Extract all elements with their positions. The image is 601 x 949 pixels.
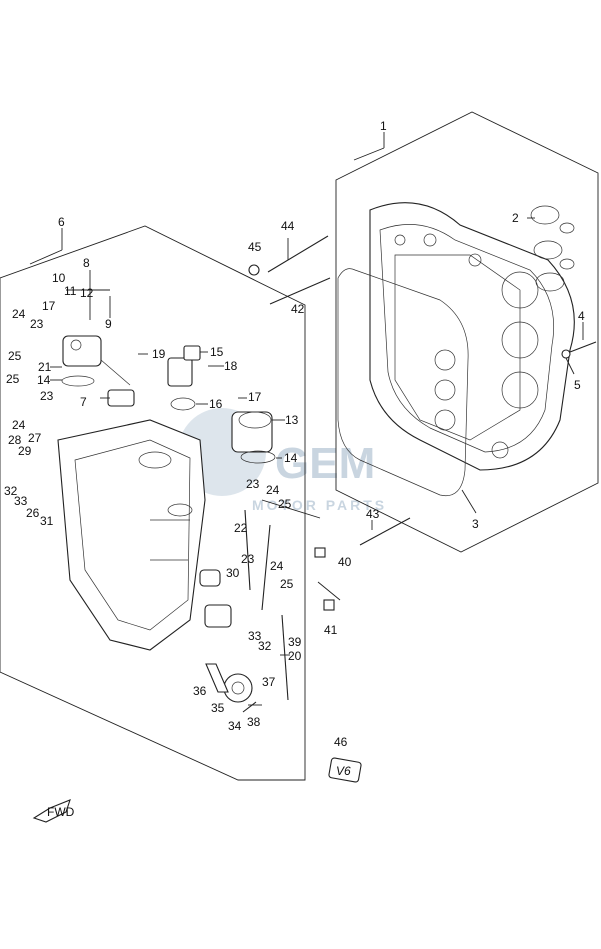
- valve-7: [107, 389, 135, 407]
- label-24b: 24: [12, 418, 26, 432]
- label-42: 42: [291, 302, 305, 316]
- label-17a: 17: [42, 299, 56, 313]
- silencer-assembly-frame: [0, 225, 306, 781]
- label-39: 39: [288, 635, 302, 649]
- label-13: 13: [285, 413, 299, 427]
- label-25b: 25: [6, 372, 20, 386]
- label-5: 5: [574, 378, 581, 392]
- label-6: 6: [58, 215, 65, 229]
- label-31: 31: [40, 514, 54, 528]
- label-40: 40: [338, 555, 352, 569]
- label-32b: 32: [258, 639, 272, 653]
- label-10: 10: [52, 271, 66, 285]
- label-25a: 25: [8, 349, 22, 363]
- washer-5: [561, 349, 571, 359]
- throttle-body-13: [231, 411, 273, 453]
- label-36: 36: [193, 684, 207, 698]
- silencer-case: [57, 419, 206, 651]
- nut-45: [248, 264, 260, 276]
- label-4: 4: [578, 309, 585, 323]
- bolt-43: [359, 517, 411, 546]
- label-25d: 25: [280, 577, 294, 591]
- label-33b: 33: [248, 629, 262, 643]
- label-20: 20: [288, 649, 302, 663]
- label-43: 43: [366, 507, 380, 521]
- label-32a: 32: [4, 484, 18, 498]
- label-14b: 14: [284, 451, 298, 465]
- label-7: 7: [80, 395, 87, 409]
- label-24c: 24: [266, 483, 280, 497]
- label-23c: 23: [246, 477, 260, 491]
- bolt-40: [314, 547, 326, 558]
- label-14a: 14: [37, 373, 51, 387]
- bolt-42: [269, 277, 331, 305]
- watermark-brand: GEM: [275, 439, 375, 488]
- fwd-arrow: FWD: [32, 799, 75, 823]
- badge-text: V6: [336, 764, 351, 778]
- label-21: 21: [38, 360, 52, 374]
- o-ring-16: [170, 397, 196, 411]
- label-45: 45: [248, 240, 262, 254]
- label-38: 38: [247, 715, 261, 729]
- fwd-text: FWD: [47, 805, 75, 819]
- label-23b: 23: [40, 389, 54, 403]
- sensor-15: [167, 345, 201, 387]
- label-33a: 33: [14, 494, 28, 508]
- part-labels: 1 2 3 4 5 6 7 8 9 10 11 12 13 14 14 15 1…: [4, 119, 585, 749]
- intake-cover: [369, 202, 575, 471]
- label-30: 30: [226, 566, 240, 580]
- label-11: 11: [64, 284, 77, 298]
- label-15: 15: [210, 345, 224, 359]
- gasket-2: [530, 205, 575, 292]
- watermark-sub: MOTOR PARTS: [252, 497, 387, 513]
- label-17b: 17: [248, 390, 262, 404]
- v6-badge: V6: [328, 757, 362, 783]
- label-18: 18: [224, 359, 238, 373]
- label-3: 3: [472, 517, 479, 531]
- label-27: 27: [28, 431, 42, 445]
- label-35: 35: [211, 701, 225, 715]
- label-28: 28: [8, 433, 22, 447]
- label-29: 29: [18, 444, 32, 458]
- label-22: 22: [234, 521, 248, 535]
- label-41: 41: [324, 623, 338, 637]
- nut-41: [323, 599, 335, 611]
- label-37: 37: [262, 675, 276, 689]
- label-26: 26: [26, 506, 40, 520]
- cover-assembly-frame: [335, 111, 599, 553]
- actuator-9: [62, 335, 131, 386]
- bolt-44: [267, 235, 329, 273]
- label-1: 1: [380, 119, 387, 133]
- label-25c: 25: [278, 497, 292, 511]
- label-16: 16: [209, 397, 223, 411]
- o-ring-14a: [61, 375, 95, 387]
- label-46: 46: [334, 735, 348, 749]
- label-2: 2: [512, 211, 519, 225]
- label-19: 19: [152, 347, 166, 361]
- gasket-3: [337, 268, 469, 497]
- label-9: 9: [105, 317, 112, 331]
- label-12: 12: [80, 286, 94, 300]
- throttle-linkage: [199, 509, 289, 713]
- label-24a: 24: [12, 307, 26, 321]
- label-44: 44: [281, 219, 295, 233]
- label-24d: 24: [270, 559, 284, 573]
- label-34: 34: [228, 719, 242, 733]
- o-ring-14b: [240, 450, 276, 464]
- leader-lines: [50, 217, 584, 706]
- label-8: 8: [83, 256, 90, 270]
- bolt-4: [569, 341, 597, 353]
- label-23a: 23: [30, 317, 44, 331]
- label-23d: 23: [241, 552, 255, 566]
